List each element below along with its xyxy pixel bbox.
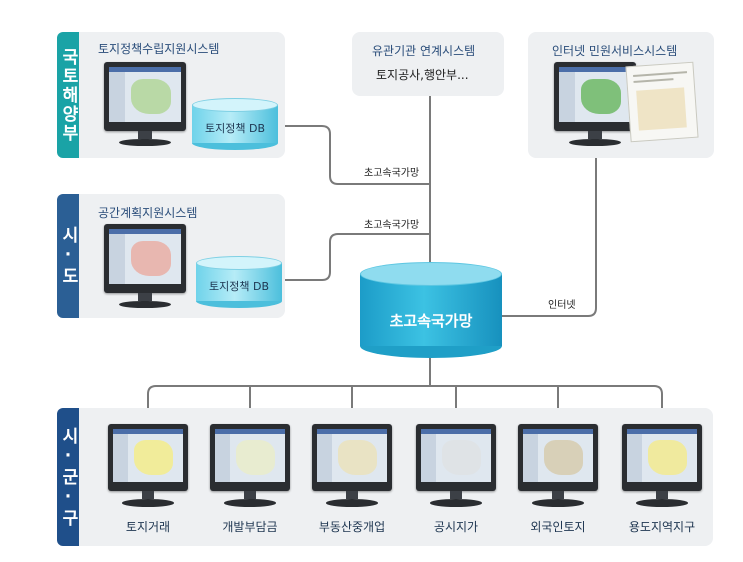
internet-document-image <box>625 61 699 143</box>
local-bus-line <box>147 385 663 408</box>
province-system-title: 공간계획지원시스템 <box>98 206 198 220</box>
local-monitor-label-4: 공시지가 <box>433 520 479 534</box>
internet-link-label: 인터넷 <box>548 300 576 311</box>
province-tab: 시·도 <box>57 194 79 318</box>
local-monitor-label-3: 부동산중개업 <box>318 520 386 534</box>
related-agencies-subtitle: 토지공사,행안부... <box>376 68 469 82</box>
local-monitor-2 <box>210 424 290 510</box>
internet-service-title: 인터넷 민원서비스시스템 <box>552 44 678 58</box>
ministry-link-label: 초고속국가망 <box>364 168 420 179</box>
local-monitor-3 <box>312 424 392 510</box>
province-link-line <box>282 233 430 281</box>
local-monitor-label-1: 토지거래 <box>125 520 171 534</box>
local-monitor-label-5: 외국인토지 <box>530 520 586 534</box>
ministry-system-title: 토지정책수립지원시스템 <box>98 42 220 56</box>
ministry-link-line <box>278 125 430 185</box>
ministry-db-label: 토지정책 DB <box>205 122 265 135</box>
province-db-label: 토지정책 DB <box>209 280 269 293</box>
national-network-label: 초고속국가망 <box>389 312 473 330</box>
internet-monitor <box>554 62 636 150</box>
local-tab: 시·군·구 <box>57 408 79 546</box>
local-monitor-label-6: 용도지역지구 <box>628 520 696 534</box>
province-monitor <box>104 224 186 312</box>
internet-link-line <box>500 152 597 317</box>
related-agencies-title: 유관기관 연계시스템 <box>372 44 476 58</box>
ministry-tab: 국토해양부 <box>57 32 79 158</box>
local-monitor-5 <box>518 424 598 510</box>
local-monitor-4 <box>416 424 496 510</box>
ministry-monitor <box>104 62 186 150</box>
local-monitor-6 <box>622 424 702 510</box>
related-agencies-panel <box>352 32 504 96</box>
province-link-label: 초고속국가망 <box>364 220 420 231</box>
province-db-icon: 토지정책 DB <box>196 256 282 308</box>
local-monitor-label-2: 개발부담금 <box>222 520 278 534</box>
local-monitor-1 <box>108 424 188 510</box>
national-network-icon: 초고속국가망 <box>360 262 502 358</box>
ministry-db-icon: 토지정책 DB <box>192 98 278 150</box>
